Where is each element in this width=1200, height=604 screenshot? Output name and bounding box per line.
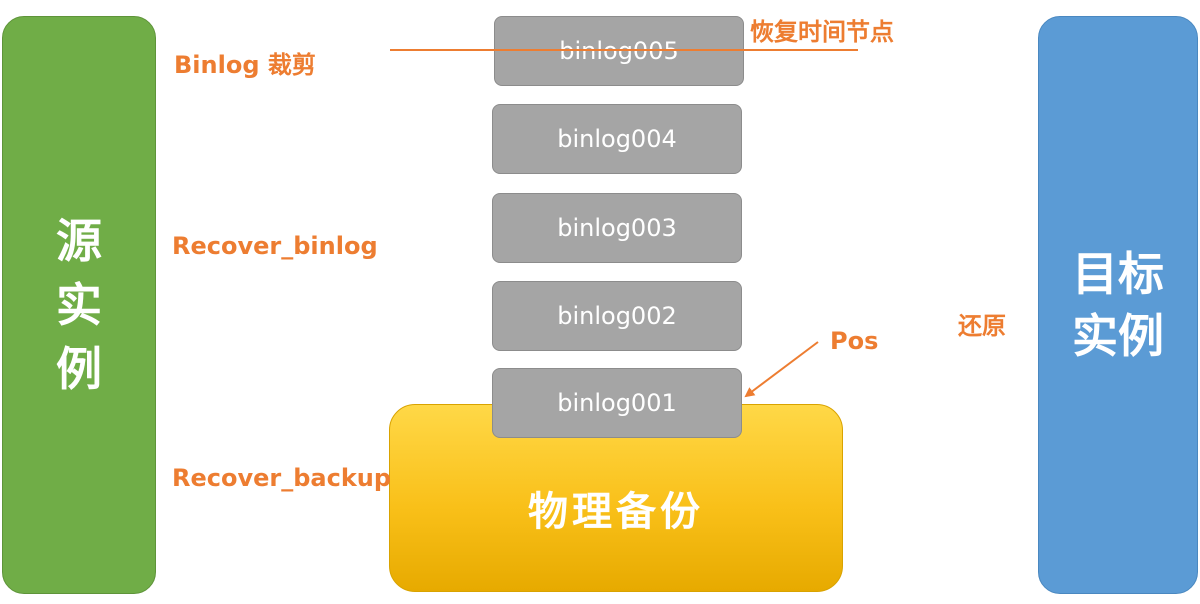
target-instance: 目标实例 bbox=[1038, 16, 1198, 594]
recovery-time-point-label: 恢复时间节点 bbox=[750, 18, 894, 46]
pos-arrow bbox=[744, 341, 819, 398]
binlog-block-004: binlog004 bbox=[492, 104, 742, 174]
pos-label: Pos bbox=[830, 327, 879, 355]
source-instance: 源实例 bbox=[2, 16, 156, 594]
binlog-trim-label: Binlog 裁剪 bbox=[174, 51, 316, 79]
source-instance-label: 源实例 bbox=[56, 214, 102, 396]
restore-label: 还原 bbox=[958, 312, 1006, 340]
binlog-block-003: binlog003 bbox=[492, 193, 742, 263]
recover-backup-label: Recover_backup bbox=[172, 464, 392, 492]
target-instance-label: 目标实例 bbox=[1072, 247, 1164, 363]
binlog-block-001: binlog001 bbox=[492, 368, 742, 438]
physical-backup-label: 物理备份 bbox=[528, 489, 704, 535]
binlog-block-002: binlog002 bbox=[492, 281, 742, 351]
recover-binlog-label: Recover_binlog bbox=[172, 232, 378, 260]
